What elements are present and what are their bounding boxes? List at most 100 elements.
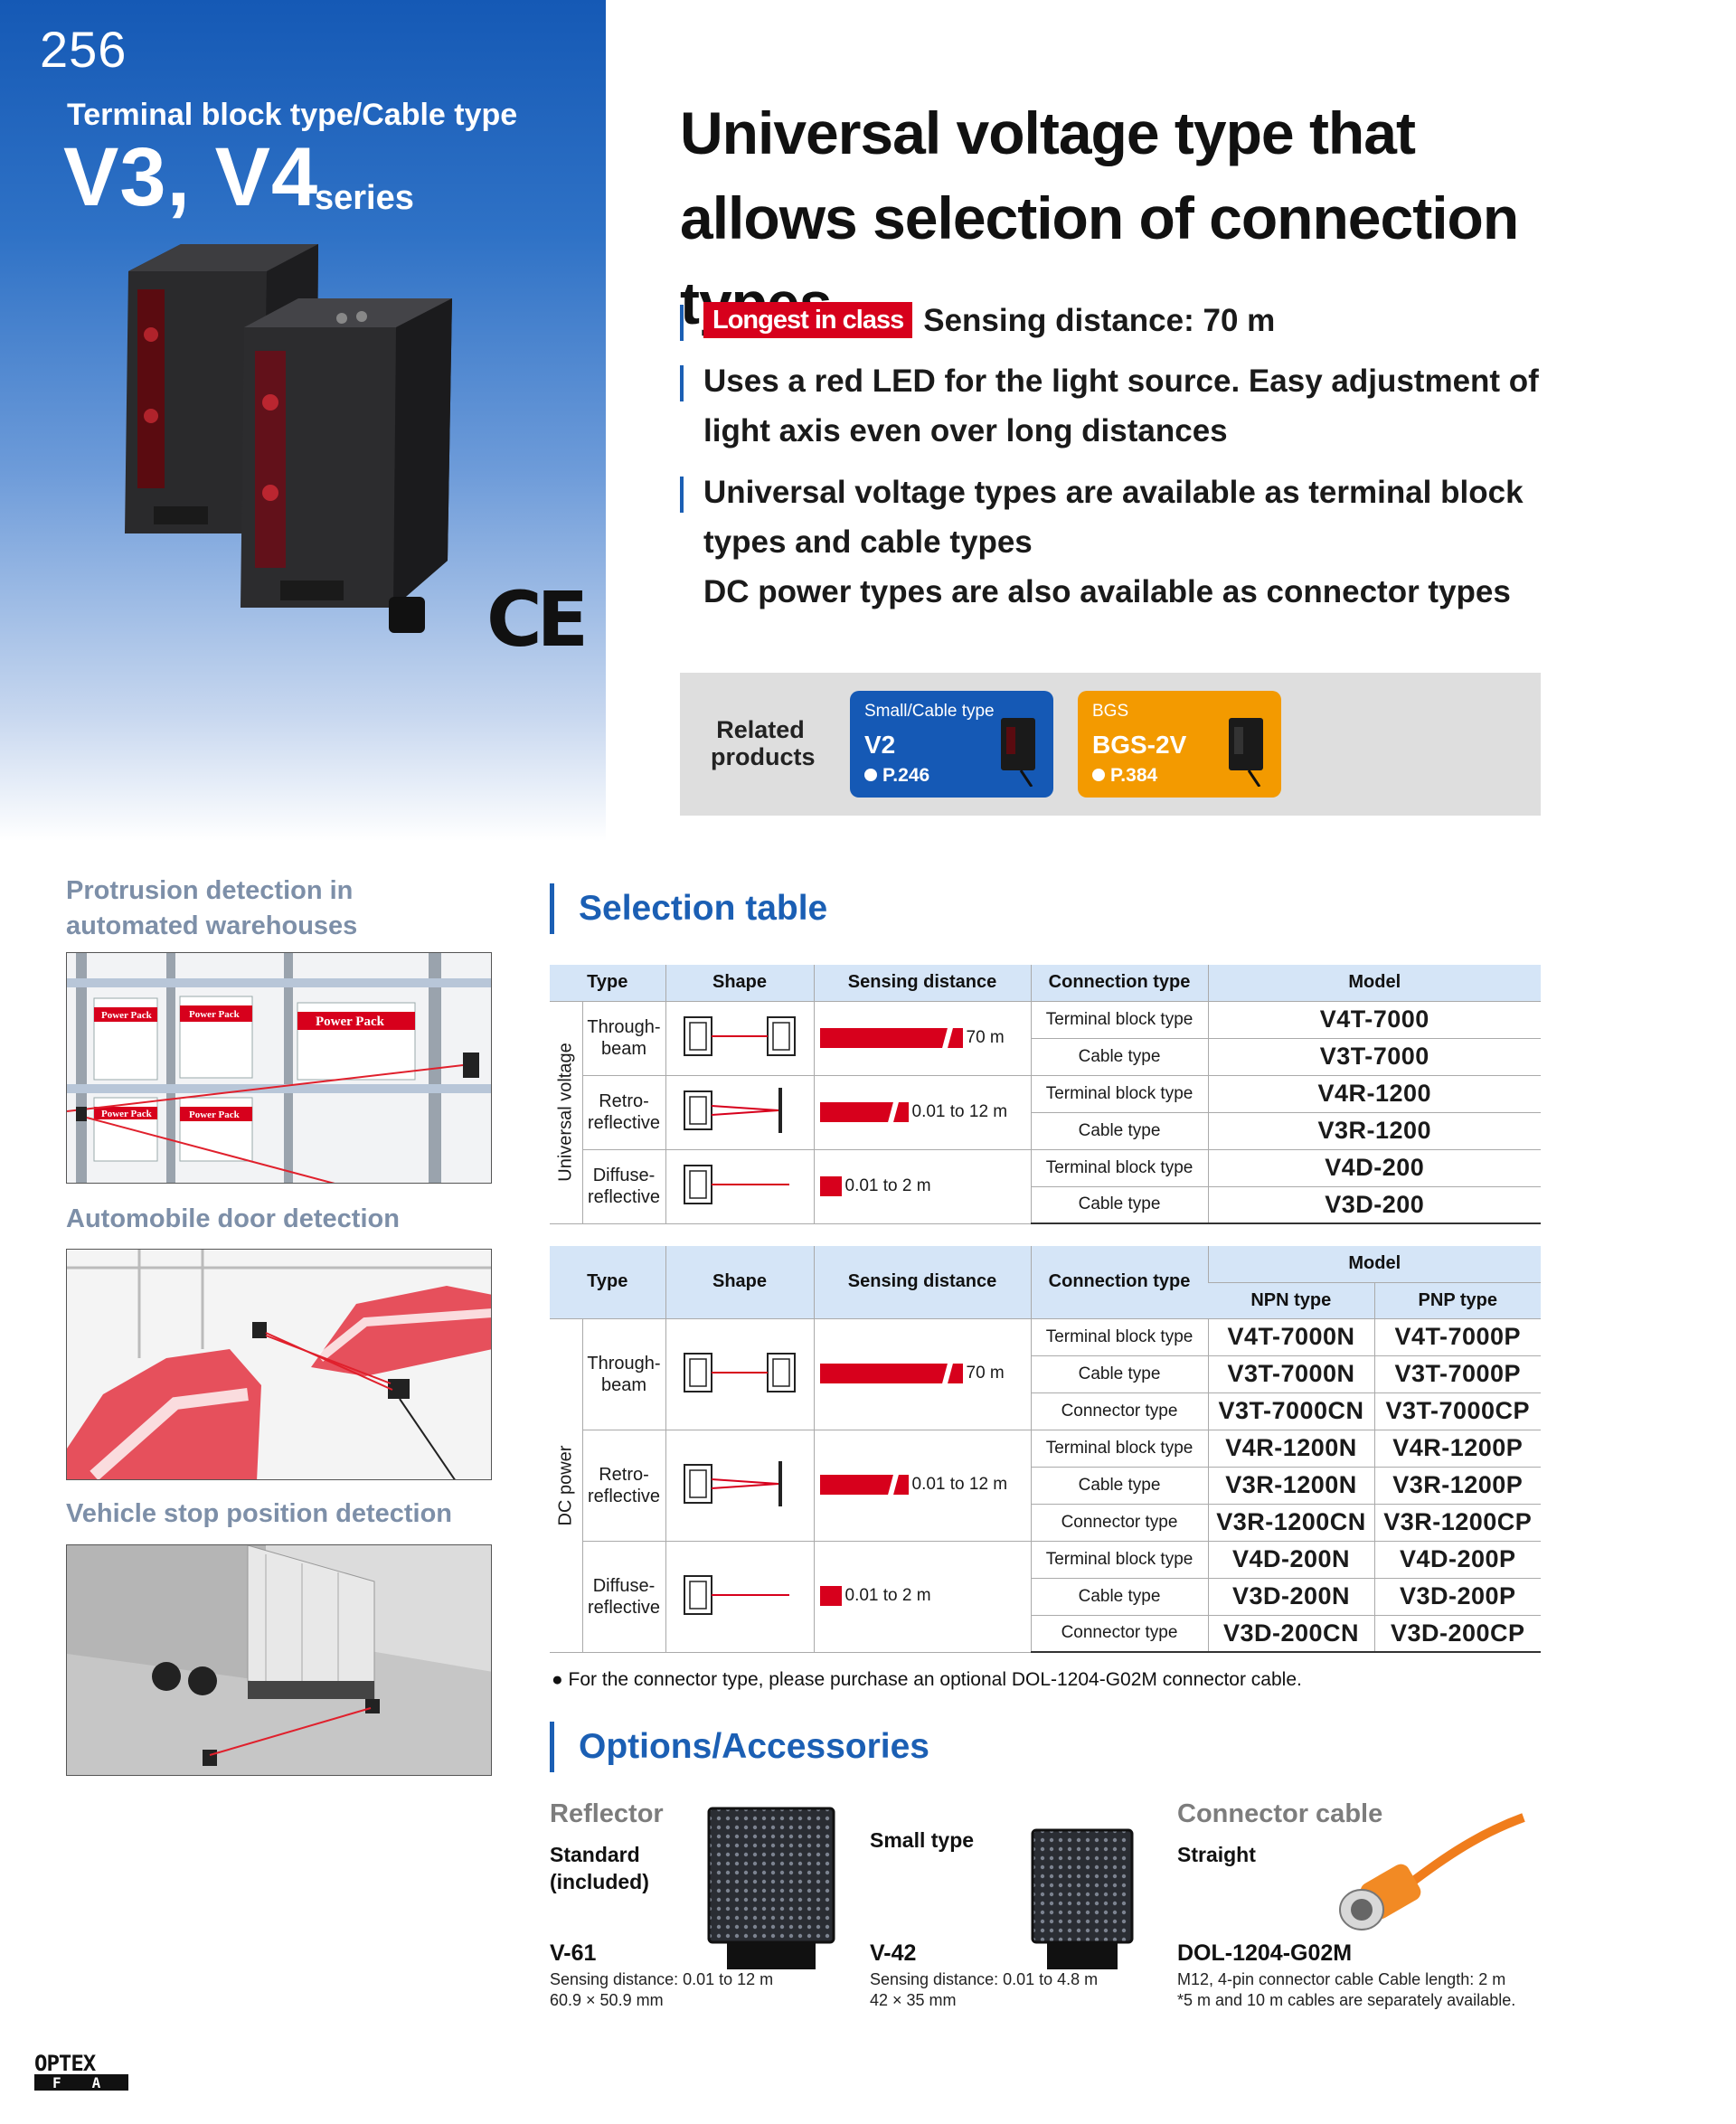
related-card-bgs-2v[interactable]: BGS BGS-2V P.384 (1078, 691, 1281, 798)
related-card-v2[interactable]: Small/Cable type V2 P.246 (850, 691, 1053, 798)
model-number: V3D-200 (1207, 1186, 1542, 1224)
door-illustration (66, 1249, 492, 1480)
table-row: Retro- reflective 0.01 to 12 m Terminal … (550, 1075, 1542, 1150)
connection-type: Cable type (1030, 1355, 1209, 1393)
optex-logo-graphic: OPTEX FA (34, 2051, 131, 2091)
connection-type: Connector type (1030, 1615, 1209, 1653)
table-row: Universal voltage Through- beam 70 m Ter… (550, 1001, 1542, 1224)
related-card-category: BGS (1092, 702, 1129, 721)
distance-bar (819, 1475, 909, 1496)
page-number: 256 (40, 21, 127, 78)
model-number: V4D-200 (1207, 1149, 1542, 1187)
distance-label: 0.01 to 12 m (911, 1475, 1008, 1495)
connection-type: Terminal block type (1030, 1149, 1209, 1187)
feature-bar (680, 477, 684, 513)
column-header-connection: Connection type (1030, 965, 1209, 1002)
npn-model: V4R-1200N (1207, 1430, 1375, 1468)
column-header-pnp: PNP type (1373, 1282, 1542, 1319)
svg-text:FA: FA (52, 2074, 131, 2091)
pnp-model: V3T-7000CP (1373, 1392, 1542, 1430)
pnp-model: V3T-7000P (1373, 1355, 1542, 1393)
column-header-npn: NPN type (1208, 1282, 1375, 1319)
connector-cable-title: Connector cable (1177, 1799, 1383, 1828)
npn-model: V3T-7000CN (1207, 1392, 1375, 1430)
reflector-v61-spec-size: 60.9 × 50.9 mm (550, 1991, 664, 2009)
group-label-universal: Universal voltage (550, 1001, 582, 1224)
pnp-model: V3D-200P (1373, 1578, 1542, 1616)
reflector-v61-image (707, 1807, 835, 1969)
connector-cable-model: DOL-1204-G02M (1177, 1940, 1353, 1966)
distance-bar (819, 1101, 909, 1122)
application-title-vehicle: Vehicle stop position detection (66, 1499, 452, 1528)
warehouse-scene: Power Pack Power Pack Power Pack Power P… (67, 953, 491, 1183)
npn-model: V3R-1200CN (1207, 1504, 1375, 1542)
connection-type: Cable type (1030, 1578, 1209, 1616)
related-card-page-link[interactable]: P.384 (1092, 765, 1157, 787)
related-card-category: Small/Cable type (864, 702, 995, 721)
reflector-title: Reflector (550, 1799, 664, 1828)
pnp-model: V4R-1200P (1373, 1430, 1542, 1468)
connection-type: Connector type (1030, 1392, 1209, 1430)
related-card-page-link[interactable]: P.246 (864, 765, 929, 787)
distance-label: 70 m (966, 1027, 1005, 1047)
distance-bar (819, 1586, 842, 1607)
application-title-warehouse: Protrusion detection in automated wareho… (66, 876, 358, 940)
dc-power-table: Type Shape Sensing distance Connection t… (550, 1246, 1542, 1653)
connection-type: Cable type (1030, 1112, 1209, 1150)
box-label: Power Pack (189, 1009, 241, 1020)
sensing-distance-cell: 0.01 to 12 m (813, 1075, 1032, 1150)
column-header-model: Model (1207, 1246, 1542, 1283)
table-row: Connector type V3R-1200CN V3R-1200CP (550, 1504, 1542, 1542)
retro-reflective-shape-icon (665, 1430, 815, 1542)
diffuse-reflective-shape-icon (665, 1149, 815, 1224)
npn-model: V3D-200N (1207, 1578, 1375, 1616)
connection-type: Terminal block type (1030, 1318, 1209, 1356)
reflector-model-v61: V-61 (550, 1940, 597, 1966)
table-row: Cable type V3R-1200N V3R-1200P (550, 1467, 1542, 1505)
bgs-sensor-icon (1229, 718, 1263, 787)
connector-cable-image (1339, 1813, 1525, 1930)
sensing-distance-cell: 0.01 to 2 m (813, 1149, 1032, 1224)
table-row: DC power Through- beam 70 m Terminal blo… (550, 1318, 1542, 1653)
distance-label: 70 m (966, 1364, 1005, 1383)
reflector-v61-spec-distance: Sensing distance: 0.01 to 12 m (550, 1970, 774, 1988)
table-header-row: Type Shape Sensing distance Connection t… (550, 1246, 1542, 1319)
sensor-type-label: Through- beam (581, 1318, 666, 1430)
pnp-model: V3R-1200P (1373, 1467, 1542, 1505)
sensor-type-label: Retro- reflective (581, 1430, 666, 1542)
distance-label: 0.01 to 12 m (911, 1101, 1008, 1121)
feature-bar (680, 305, 684, 341)
ce-mark: CE (486, 575, 589, 664)
feature-bar (680, 365, 684, 401)
table-row: Diffuse- reflective 0.01 to 2 m Terminal… (550, 1541, 1542, 1653)
distance-bar (819, 1175, 842, 1196)
related-card-model: V2 (864, 731, 896, 759)
column-header-connection: Connection type (1030, 1246, 1209, 1319)
feature-text: Uses a red LED for the light source. Eas… (703, 363, 1539, 448)
table-row: Cable type V3T-7000N V3T-7000P (550, 1355, 1542, 1393)
connector-cable-straight-label: Straight (1177, 1843, 1256, 1866)
connector-cable-spec: M12, 4-pin connector cable Cable length:… (1177, 1970, 1506, 1988)
pnp-model: V3D-200CP (1373, 1615, 1542, 1653)
related-products-panel: Related products Small/Cable type V2 P.2… (680, 673, 1541, 816)
options-accessories-heading: Options/Accessories (550, 1722, 929, 1772)
hero-panel: 256 Terminal block type/Cable type V3, V… (0, 0, 606, 841)
table-row: Cable type V3R-1200 (550, 1112, 1542, 1150)
vehicle-scene (67, 1545, 491, 1775)
connection-type: Terminal block type (1030, 1541, 1209, 1579)
connector-cable-note-lengths: *5 m and 10 m cables are separately avai… (1177, 1991, 1516, 2009)
table-header-row: Type Shape Sensing distance Connection t… (550, 965, 1542, 1002)
product-photo (125, 244, 452, 633)
reflector-v42-image (1031, 1828, 1134, 1969)
through-beam-shape-icon (665, 1318, 815, 1430)
column-header-type: Type (550, 1246, 666, 1319)
reflector-v42-spec-distance: Sensing distance: 0.01 to 4.8 m (870, 1970, 1099, 1988)
table-row: Cable type V3T-7000 (550, 1038, 1542, 1076)
connection-type: Connector type (1030, 1504, 1209, 1542)
vehicle-illustration (66, 1544, 492, 1776)
npn-model: V4D-200N (1207, 1541, 1375, 1579)
sensor-type-label: Retro- reflective (581, 1075, 666, 1150)
distance-bar (819, 1364, 963, 1384)
table-row: Connector type V3D-200CN V3D-200CP (550, 1615, 1542, 1653)
sensor-type-label: Diffuse- reflective (581, 1541, 666, 1653)
